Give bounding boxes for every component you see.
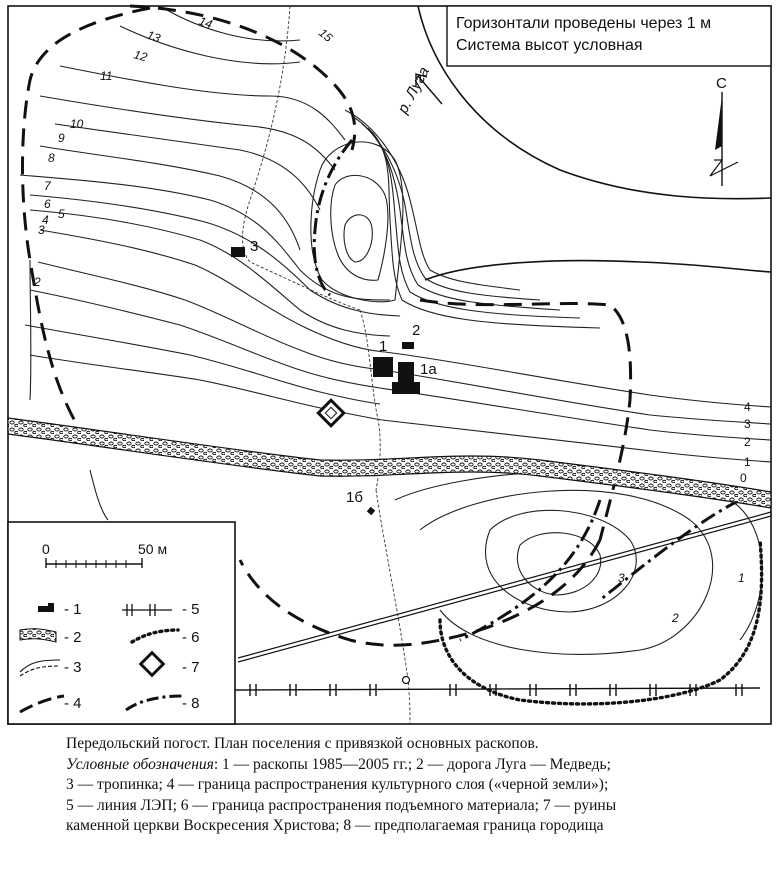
site-label-1a: 1а xyxy=(420,361,437,378)
legend-symbol-3 xyxy=(19,659,61,677)
elev-2: 2 xyxy=(33,275,41,289)
scale-bar xyxy=(45,558,143,568)
caption-legend-lead: Условные обозначения xyxy=(66,755,214,773)
elev-8: 8 xyxy=(48,151,55,165)
excavation-1a xyxy=(392,362,420,394)
figure-caption: Передольский погост. План поселения с пр… xyxy=(60,734,772,837)
legend-symbol-1 xyxy=(38,603,54,612)
legend-label-8: - 8 xyxy=(182,695,200,712)
footpaths xyxy=(242,5,411,725)
river-label: р. Луга xyxy=(394,64,433,117)
legend-label-4: - 4 xyxy=(64,695,82,712)
legend-label-3: - 3 xyxy=(64,659,82,676)
legend-label-2: - 2 xyxy=(64,629,82,646)
contour-lines xyxy=(19,5,772,655)
map-legend: 0 50 м xyxy=(7,521,236,725)
caption-legend-line2: 3 — тропинка; 4 — граница распространени… xyxy=(66,776,609,793)
hillfort-assumed-boundary xyxy=(312,139,741,642)
river-bank-line xyxy=(417,5,772,200)
legend-label-5: - 5 xyxy=(182,601,200,618)
scale-zero: 0 xyxy=(42,541,50,557)
elev-right-2: 2 xyxy=(744,435,751,449)
scale-fifty: 50 м xyxy=(138,541,167,557)
header-note-line1: Горизонтали проведены через 1 м xyxy=(456,15,711,32)
church-ruins-marker xyxy=(316,398,346,428)
elev-right-3: 3 xyxy=(744,417,751,431)
caption-legend-line1-rest: : 1 — раскопы 1985—2005 гг.; 2 — дорога … xyxy=(213,755,611,773)
elev-3: 3 xyxy=(38,223,45,237)
north-arrow xyxy=(709,92,739,186)
excavation-2 xyxy=(402,342,414,349)
caption-legend-line1: Условные обозначения: 1 — раскопы 1985—2… xyxy=(66,755,772,776)
caption-title: Передольский погост. План поселения с пр… xyxy=(66,735,539,752)
elev-11: 11 xyxy=(100,69,112,83)
diagonal-line xyxy=(237,511,772,663)
elev-6: 6 xyxy=(44,197,51,211)
elev-4: 4 xyxy=(42,213,49,227)
legend-symbol-7 xyxy=(138,650,166,678)
map-frame xyxy=(7,5,772,725)
excavation-sites xyxy=(231,247,420,516)
legend-symbol-2 xyxy=(19,628,57,643)
power-line xyxy=(234,684,761,696)
culture-layer-boundary xyxy=(21,4,633,647)
legend-symbol-8 xyxy=(125,694,185,712)
elev-hill-3: 3 xyxy=(618,571,625,585)
elev-right-4: 4 xyxy=(744,400,751,414)
caption-legend-line3: 5 — линия ЛЭП; 6 — граница распространен… xyxy=(66,796,617,814)
site-label-1: 1 xyxy=(379,338,387,355)
excavation-1b xyxy=(366,506,376,516)
river-bank-lower xyxy=(424,259,772,281)
artifact-distribution-boundary xyxy=(438,538,764,706)
site-label-2: 2 xyxy=(412,322,420,339)
excavation-3 xyxy=(231,247,245,257)
elev-12: 12 xyxy=(132,47,149,64)
elev-right-1: 1 xyxy=(744,455,751,469)
path-marker xyxy=(401,675,411,685)
settlement-plan-map: Горизонтали проведены через 1 м Система … xyxy=(7,4,772,725)
header-note-box xyxy=(446,5,772,67)
elev-right-0: 0 xyxy=(740,471,747,485)
elev-13: 13 xyxy=(145,28,163,46)
elev-hill-2: 2 xyxy=(671,611,679,625)
legend-label-6: - 6 xyxy=(182,629,200,646)
caption-legend-line4: каменной церкви Воскресения Христова; 8 … xyxy=(66,817,604,834)
elev-hill-1: 1 xyxy=(738,571,745,585)
road-luga-medved xyxy=(7,417,772,509)
elevation-labels: 15 14 13 12 11 10 9 8 7 6 5 4 3 2 4 3 2 … xyxy=(33,14,751,625)
header-note-line2: Система высот условная xyxy=(456,37,643,54)
legend-symbol-5 xyxy=(122,604,172,616)
site-label-1b: 1б xyxy=(346,489,363,506)
legend-symbol-6 xyxy=(130,628,180,644)
site-label-3: 3 xyxy=(250,238,258,255)
elev-14: 14 xyxy=(197,14,215,32)
elev-5: 5 xyxy=(58,207,65,221)
north-label: С xyxy=(716,75,727,92)
river-flow-arrow xyxy=(415,73,443,105)
legend-symbol-4 xyxy=(19,694,65,714)
elev-7: 7 xyxy=(44,179,52,193)
legend-label-7: - 7 xyxy=(182,659,200,676)
excavation-1 xyxy=(373,357,393,377)
elev-10: 10 xyxy=(70,117,84,131)
legend-label-1: - 1 xyxy=(64,601,82,618)
elev-15: 15 xyxy=(316,26,335,46)
elev-9: 9 xyxy=(58,131,65,145)
